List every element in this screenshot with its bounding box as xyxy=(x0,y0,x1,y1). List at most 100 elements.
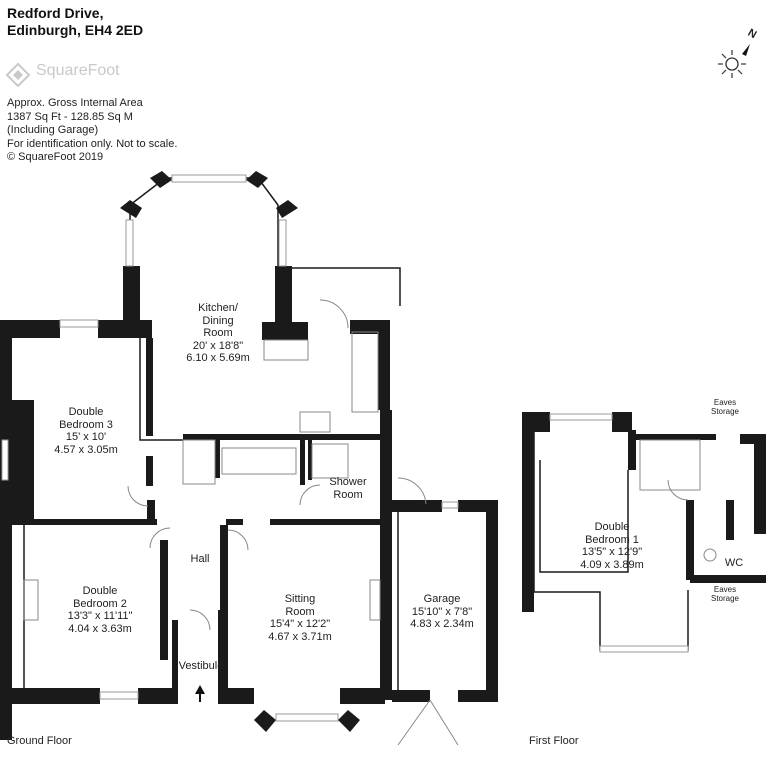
bed2-wall-east xyxy=(160,540,168,660)
ff-wall-wc-west xyxy=(686,500,694,580)
garage-wall-south-b xyxy=(458,690,498,702)
window-bed2 xyxy=(99,691,139,700)
window-kitchen-right xyxy=(278,219,287,267)
kitchen-wall-east-lower xyxy=(380,410,392,470)
garage-wall-south-a xyxy=(392,690,430,702)
door-arc-hall xyxy=(149,527,171,549)
ff-wall-east-b xyxy=(754,434,766,534)
kitchen-bay-wall-right xyxy=(276,200,298,218)
door-arc-kitchen xyxy=(319,299,349,329)
ff-wall-east-a xyxy=(740,434,764,444)
window-sitting xyxy=(275,713,339,722)
room-label-wc: WC xyxy=(724,557,744,569)
window-kitchen-left xyxy=(125,219,134,267)
window-ff-bottom xyxy=(599,645,689,653)
ff-wall-north-b xyxy=(612,412,632,432)
shower-wall xyxy=(308,440,312,480)
window-bed3 xyxy=(59,319,99,328)
brand-name: SquareFoot xyxy=(36,62,120,79)
vestibule-wall-east xyxy=(218,610,224,704)
kitchen-bay-outline xyxy=(159,177,279,270)
address-line1: Redford Drive, xyxy=(7,5,104,21)
sitting-bay-right xyxy=(338,710,360,732)
ff-wall-north-a xyxy=(522,412,550,432)
info-line: Approx. Gross Internal Area xyxy=(7,97,143,109)
kitchen-outline-inner xyxy=(139,320,183,441)
ff-outline xyxy=(533,432,689,651)
door-arc-garage-top xyxy=(397,477,427,505)
ff-wall-step xyxy=(628,430,636,470)
bed3-wall-north-b xyxy=(98,320,152,338)
area-info: Approx. Gross Internal Area 1387 Sq Ft -… xyxy=(7,97,177,165)
sitting-bay-left xyxy=(254,710,276,732)
bed2-wall-south-b xyxy=(138,688,178,704)
sitting-wall-north-b xyxy=(270,519,385,525)
bed3-wall-west xyxy=(0,320,12,740)
vestibule-wall-west xyxy=(172,620,178,704)
squarefoot-logo-icon xyxy=(5,62,31,88)
address-line2: Edinburgh, EH4 2ED xyxy=(7,22,144,38)
bath-wall-a xyxy=(215,440,220,478)
kitchen-wall-right-pier xyxy=(275,266,292,322)
fireplace-sitting xyxy=(369,579,381,621)
door-arc-ff xyxy=(667,479,689,501)
ff-wall-east-c xyxy=(726,500,734,540)
door-arc-sitting xyxy=(227,529,249,551)
stair-ff xyxy=(639,439,701,491)
hall-wall xyxy=(147,500,155,525)
floor-caption-ground: Ground Floor xyxy=(7,735,72,747)
bed2-wall-south-a xyxy=(12,688,100,704)
entry-arrow-icon xyxy=(195,685,205,702)
sitting-wall-north-a xyxy=(226,519,243,525)
bed3-bed2-wall xyxy=(12,519,157,525)
bath-wall-b xyxy=(300,440,305,485)
bed3-wall-west-thick xyxy=(12,400,34,520)
door-arc-garage-bottom xyxy=(397,699,459,746)
brand-logo: SquareFoot xyxy=(8,62,120,80)
door-arc-bed3 xyxy=(127,485,149,507)
room-label-hall: Hall xyxy=(190,553,210,565)
kitchen-bay-wall-left xyxy=(120,200,142,218)
info-line: For identification only. Not to scale. xyxy=(7,137,178,150)
ff-outline-2 xyxy=(539,460,629,573)
info-line: 1387 Sq Ft - 128.85 Sq M xyxy=(7,110,133,123)
kitchen-bay-wall-right-top xyxy=(246,171,268,188)
kitchen-bay-outline-left xyxy=(129,181,161,270)
kitchen-hob xyxy=(299,411,331,433)
compass-rose xyxy=(718,44,750,78)
wc-toilet xyxy=(703,548,717,562)
fireplace-bed2 xyxy=(23,579,39,621)
kitchen-bay-wall-left-top xyxy=(150,171,172,188)
bed3-wall-east-b xyxy=(146,456,153,486)
bed3-wall-east-a xyxy=(146,338,153,436)
garage-wall-north-a xyxy=(392,500,442,512)
window-bed3-west xyxy=(1,439,9,481)
sitting-wall-south-a xyxy=(224,688,254,704)
kitchen-counter xyxy=(351,331,379,413)
shower-tray xyxy=(311,443,349,479)
room-label-vestibule: Vestibule xyxy=(178,660,224,672)
corridor-wall xyxy=(183,434,383,440)
kitchen-wall-east xyxy=(378,320,390,410)
info-line: (Including Garage) xyxy=(7,124,99,136)
kitchen-wall-stub-left xyxy=(262,322,308,340)
ff-wall-west xyxy=(522,412,534,612)
door-arc-vestibule xyxy=(189,609,211,631)
sitting-wall-east xyxy=(380,470,392,700)
stair-ground xyxy=(182,439,216,485)
address-block: Redford Drive, Edinburgh, EH4 2ED xyxy=(7,5,143,39)
info-line: © SquareFoot 2019 xyxy=(7,151,104,163)
window-ff-top xyxy=(549,413,613,421)
bathtub xyxy=(221,447,297,475)
bed3-wall-north-a xyxy=(12,320,60,338)
kitchen-chimney xyxy=(263,339,309,361)
